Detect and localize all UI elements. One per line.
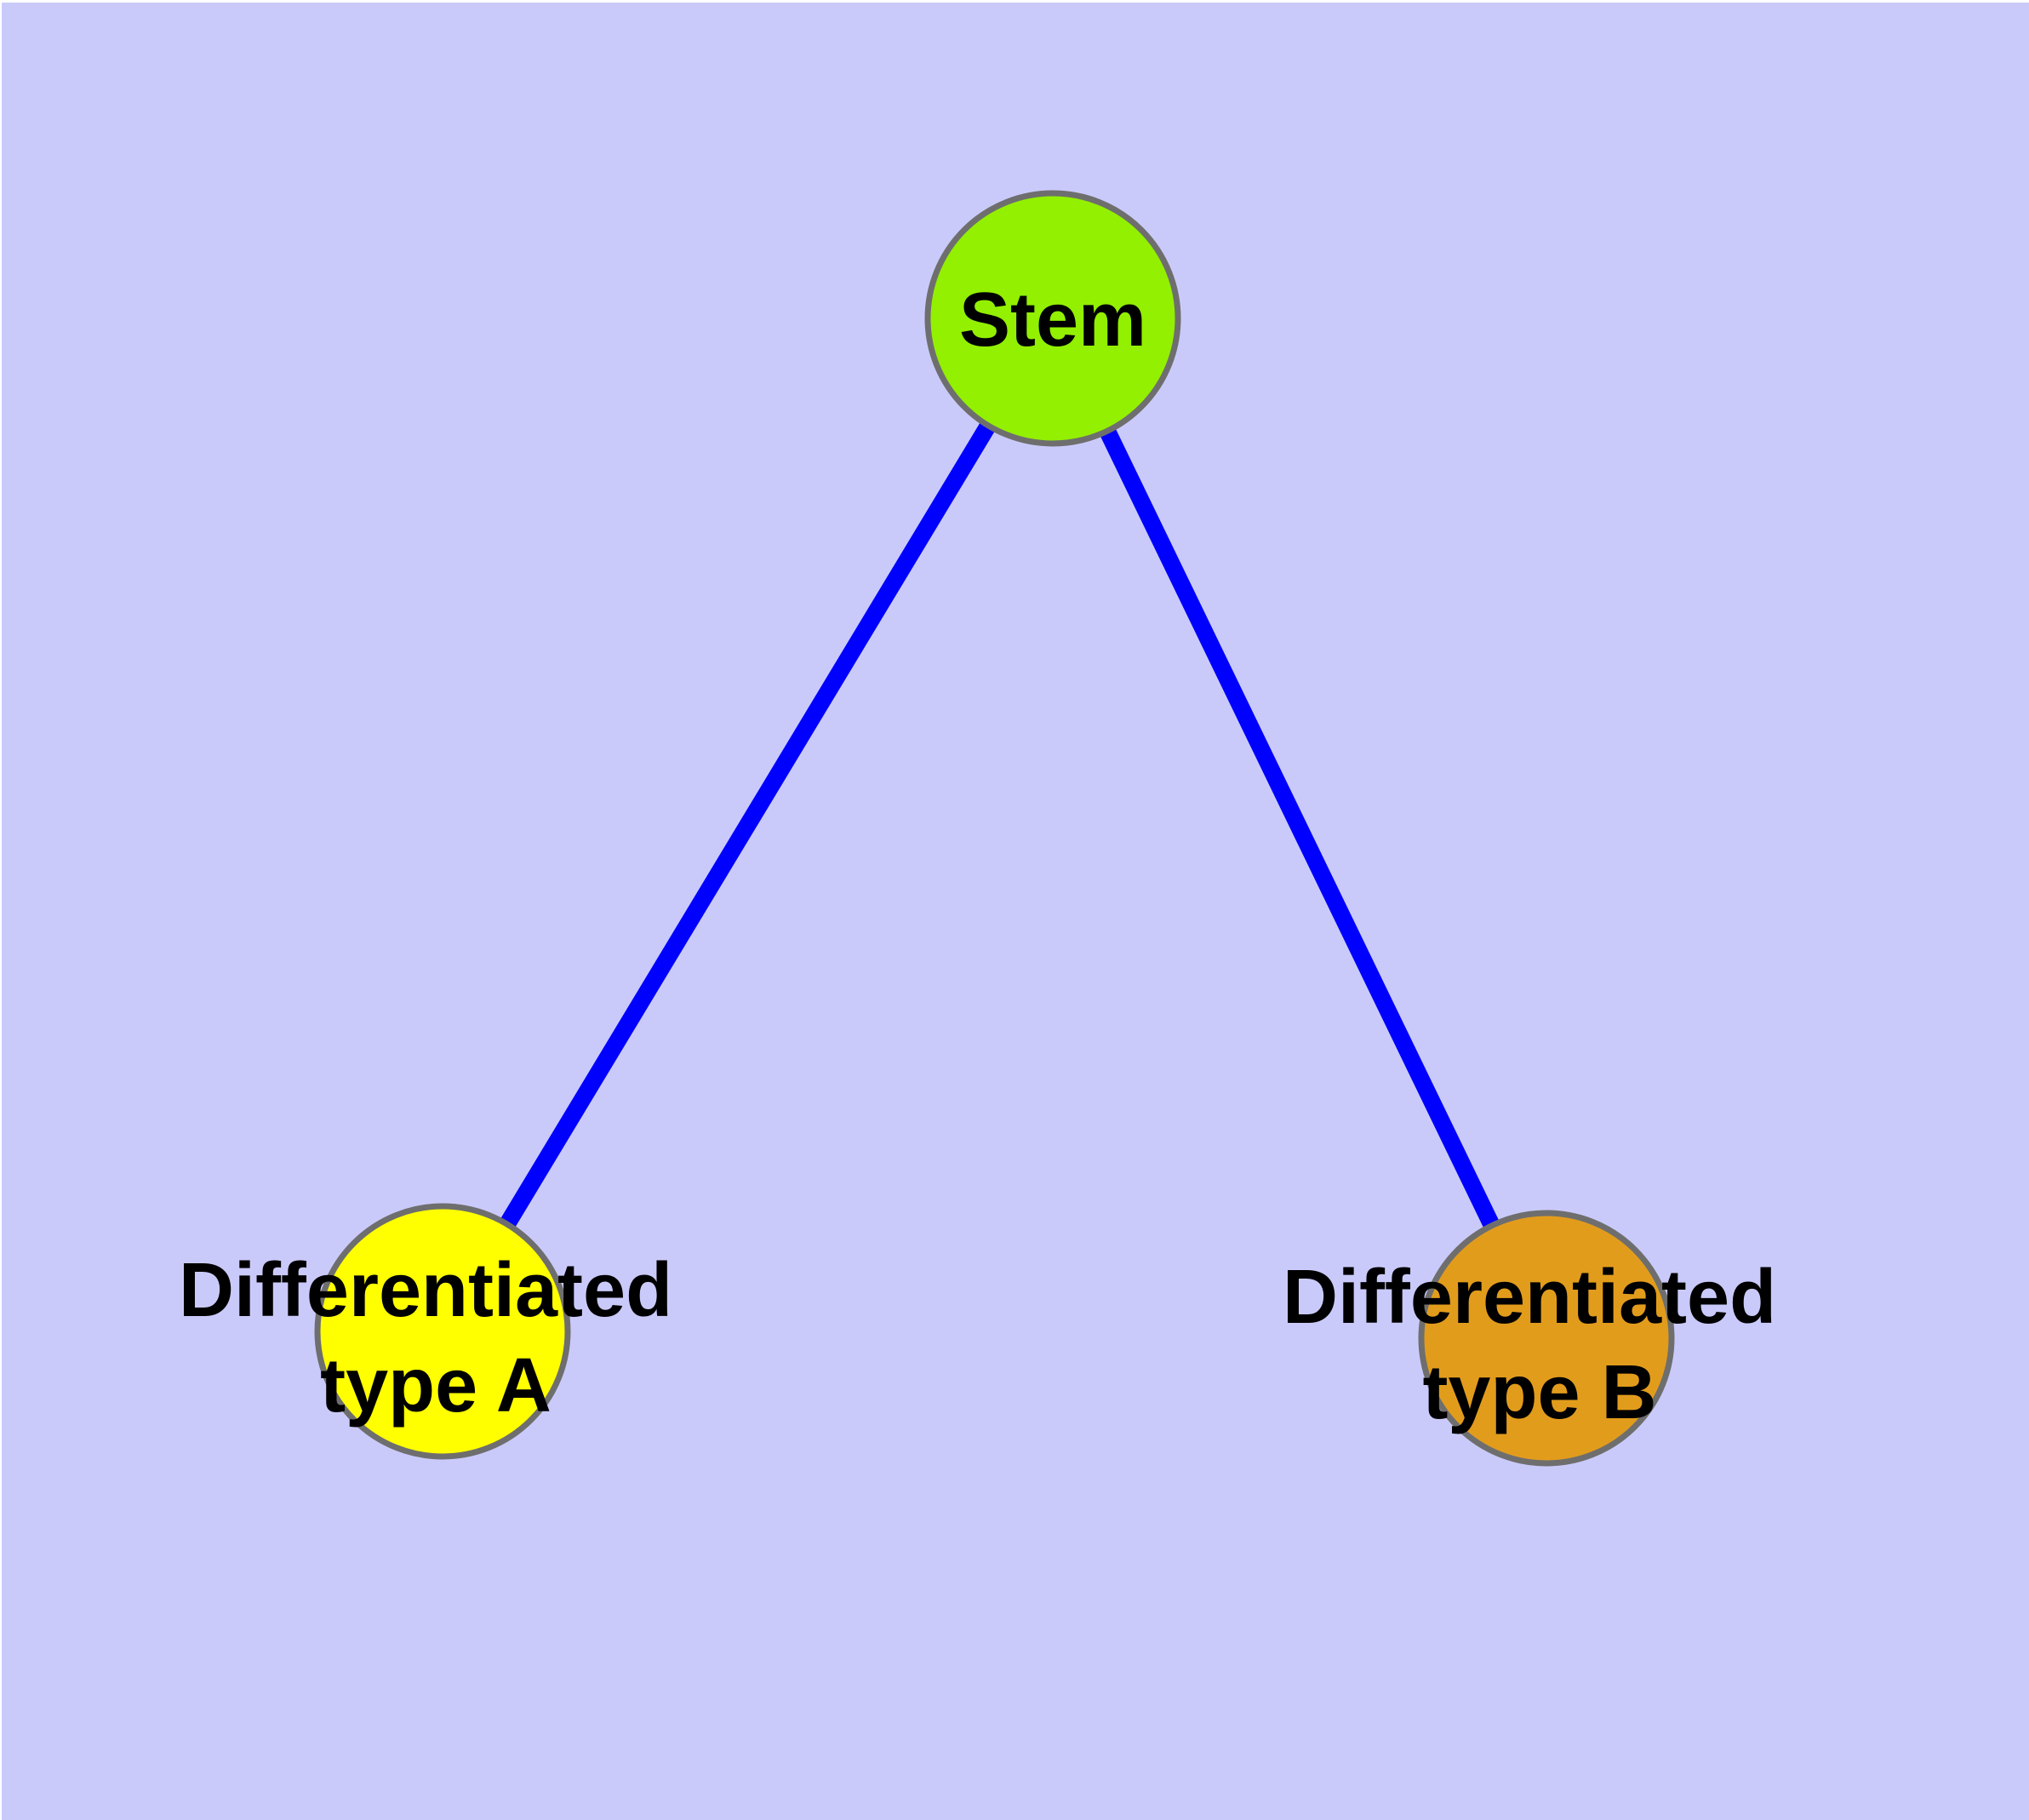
node-type-a-circle — [314, 1203, 571, 1460]
node-type-b-circle — [1418, 1210, 1675, 1467]
node-stem-label: Stem — [959, 272, 1146, 368]
node-type-b-label-line1: Differentiated — [1282, 1255, 1777, 1340]
node-stem-circle — [924, 190, 1181, 447]
node-stem-label-text: Stem — [958, 278, 1147, 363]
edge-stem-to-type-b — [1044, 314, 1555, 1342]
node-type-a-label-line1: Differentiated — [178, 1248, 673, 1333]
node-type-a-label-line2: type A — [320, 1343, 552, 1428]
node-type-a-label: Differentiated type A — [179, 1243, 693, 1434]
node-type-b-label-line2: type B — [1422, 1350, 1657, 1435]
node-type-b-label: Differentiated type B — [1283, 1250, 1797, 1440]
edge-stem-to-type-a — [435, 313, 1060, 1336]
